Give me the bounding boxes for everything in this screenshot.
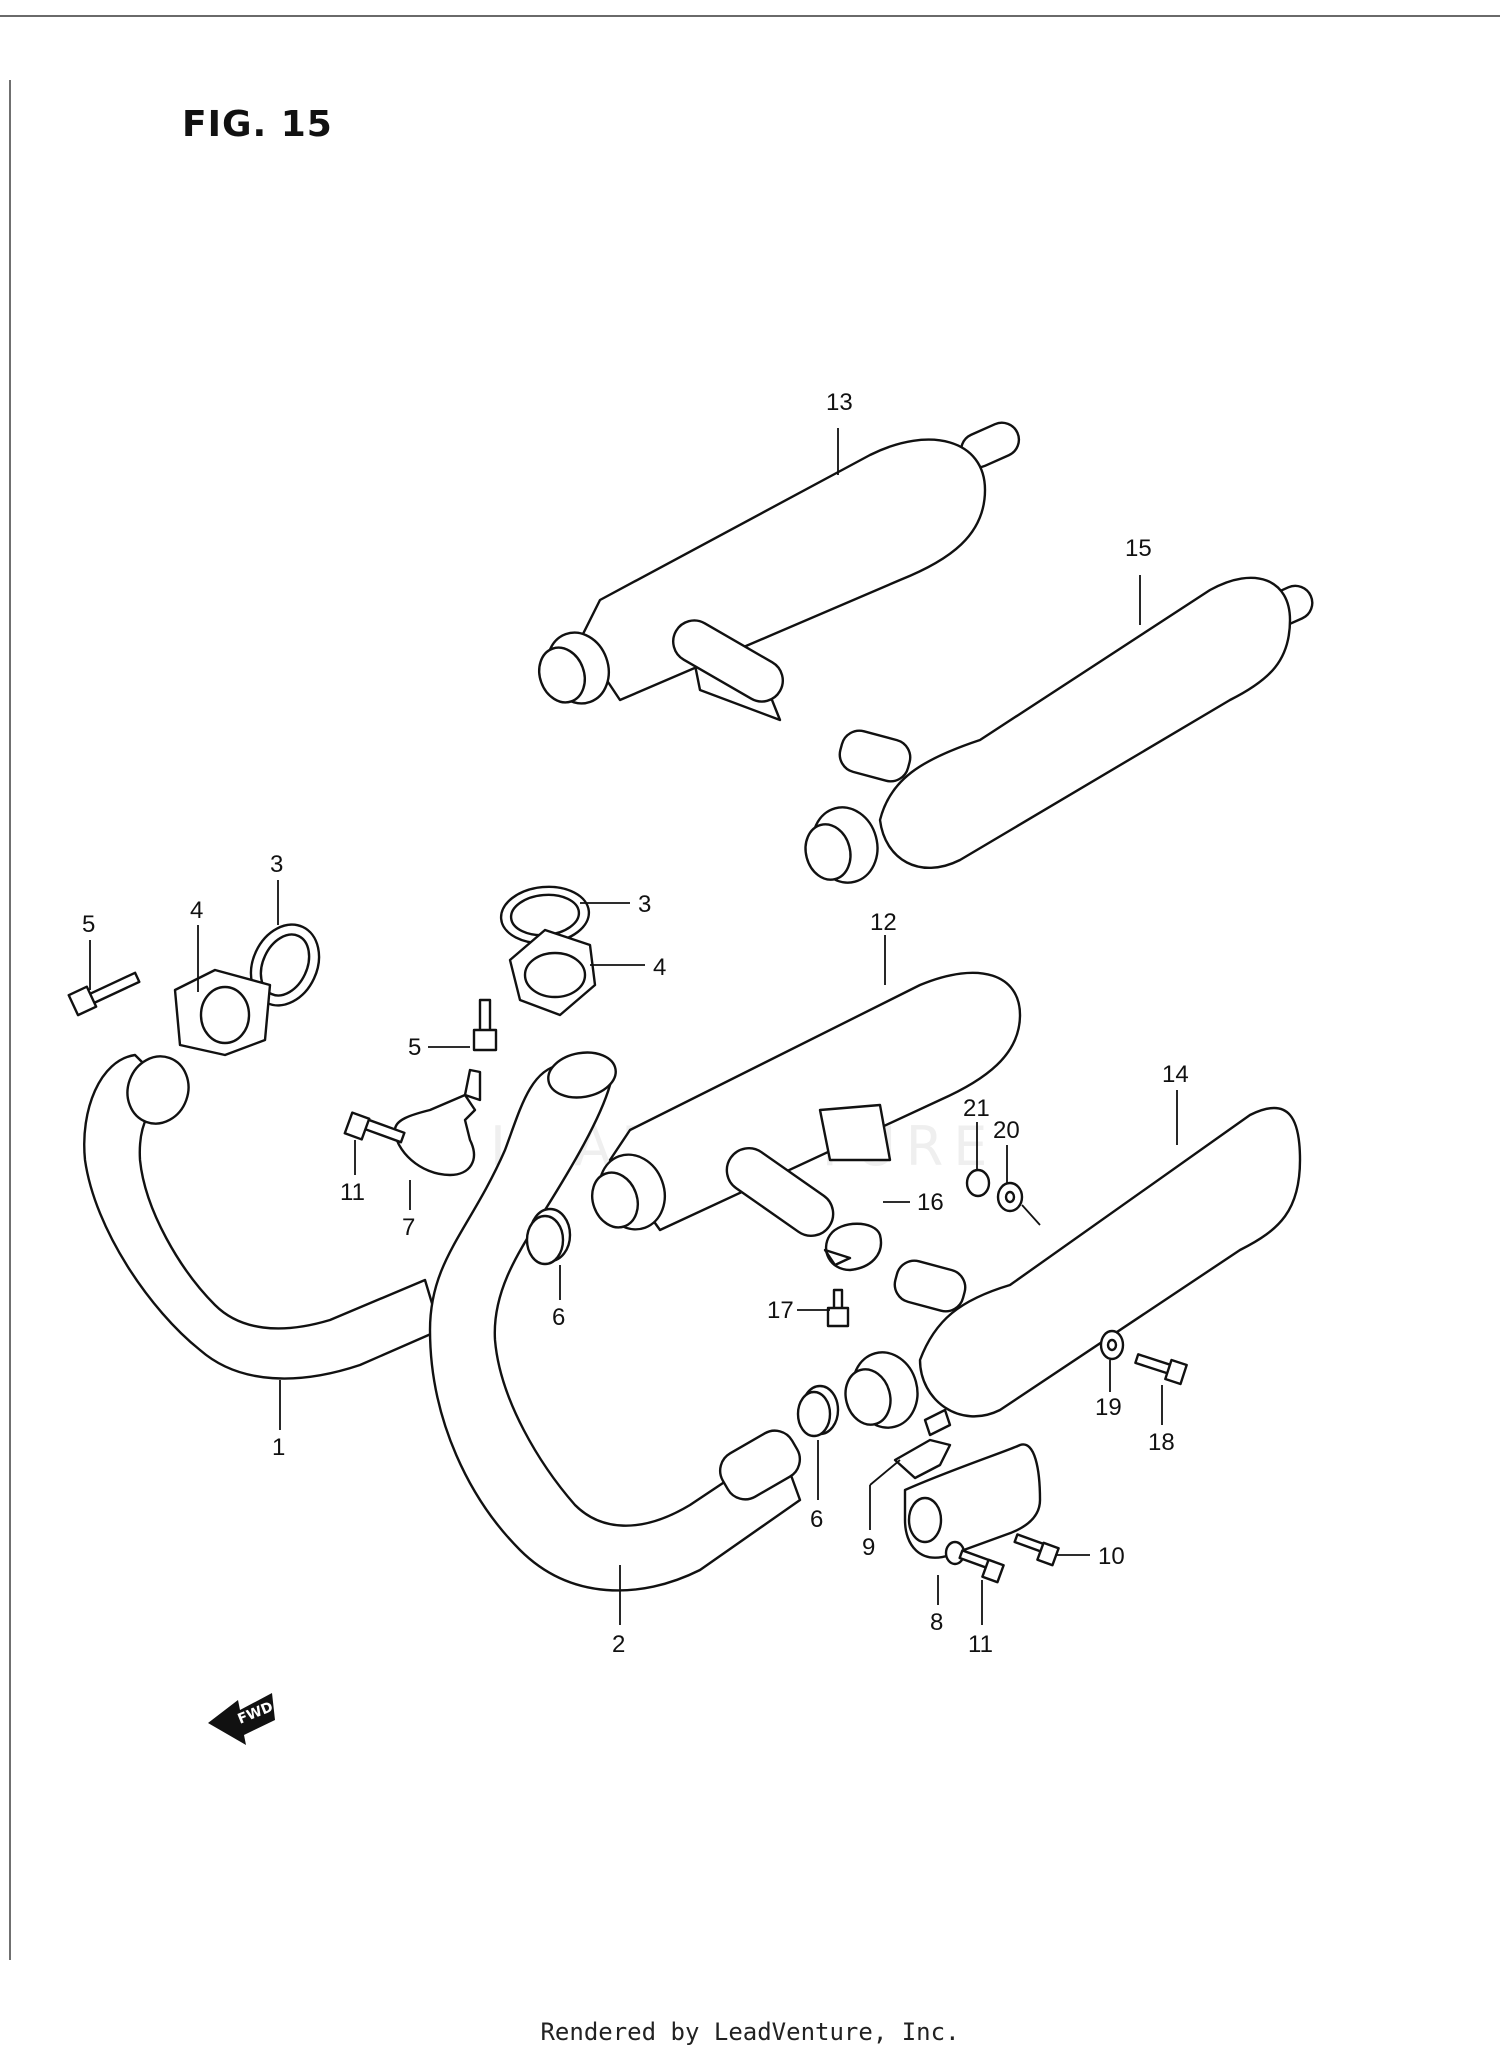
nut-21	[965, 1168, 991, 1198]
bracket-9	[893, 1408, 952, 1480]
heat-cover-8	[903, 1443, 1042, 1566]
muffler-15	[804, 576, 1314, 884]
callout-4-left: 4	[190, 897, 203, 924]
flange-4-left	[173, 968, 272, 1057]
footer-credit: Rendered by LeadVenture, Inc.	[540, 2018, 960, 2046]
callout-5-left: 5	[82, 911, 95, 938]
callout-19: 19	[1095, 1394, 1122, 1421]
callout-9: 9	[862, 1534, 875, 1561]
callout-7: 7	[402, 1214, 415, 1241]
clamp-16	[823, 1222, 883, 1272]
callout-18: 18	[1148, 1429, 1175, 1456]
bolt-5-center	[472, 998, 498, 1052]
exhaust-pipe-2	[428, 1051, 802, 1592]
figure-title: FIG. 15	[182, 104, 333, 145]
callout-2: 2	[612, 1631, 625, 1658]
callout-13: 13	[826, 389, 853, 416]
callout-6-lower: 6	[810, 1506, 823, 1533]
gasket-6-upper	[525, 1207, 572, 1266]
bolt-10	[1013, 1533, 1060, 1567]
callout-10: 10	[1098, 1543, 1125, 1570]
bolt-17	[826, 1288, 850, 1328]
callout-numbers: 13 15 3 4 5 3 4 5 12 14 21 20 16 17 6 7 …	[82, 389, 1189, 1658]
callout-3-right: 3	[638, 891, 651, 918]
callout-3-left: 3	[270, 851, 283, 878]
bolt-11-lower	[958, 1549, 1005, 1584]
callout-20: 20	[993, 1117, 1020, 1144]
leader-lines	[89, 428, 1178, 1625]
callout-8: 8	[930, 1609, 943, 1636]
exhaust-pipe-1	[83, 1053, 442, 1380]
leader-20-bracket	[1021, 1204, 1041, 1226]
callout-11-lower: 11	[968, 1631, 993, 1658]
clamp-7	[393, 1068, 482, 1177]
muffler-12	[591, 971, 1022, 1237]
callout-16: 16	[917, 1189, 944, 1216]
callout-17: 17	[767, 1297, 794, 1324]
muffler-13	[538, 421, 1021, 722]
callout-12: 12	[870, 909, 897, 936]
callout-4-right: 4	[653, 954, 666, 981]
washer-20	[996, 1181, 1024, 1213]
bolt-11-upper	[343, 1111, 406, 1144]
forward-direction-badge: FWD	[208, 1693, 275, 1745]
flange-4-right	[508, 928, 597, 1017]
callout-11-upper: 11	[340, 1179, 365, 1206]
callout-6-upper: 6	[552, 1304, 565, 1331]
gasket-6-lower	[796, 1384, 840, 1438]
bolt-5-left	[67, 971, 141, 1017]
callout-15: 15	[1125, 535, 1152, 562]
callout-14: 14	[1162, 1061, 1189, 1088]
callout-5-center: 5	[408, 1034, 421, 1061]
callout-21: 21	[963, 1095, 990, 1122]
muffler-14	[844, 1106, 1302, 1429]
bolt-18	[1134, 1353, 1188, 1386]
gasket-3-right	[499, 885, 591, 945]
washer-19	[1099, 1329, 1125, 1361]
callout-1: 1	[272, 1434, 285, 1461]
